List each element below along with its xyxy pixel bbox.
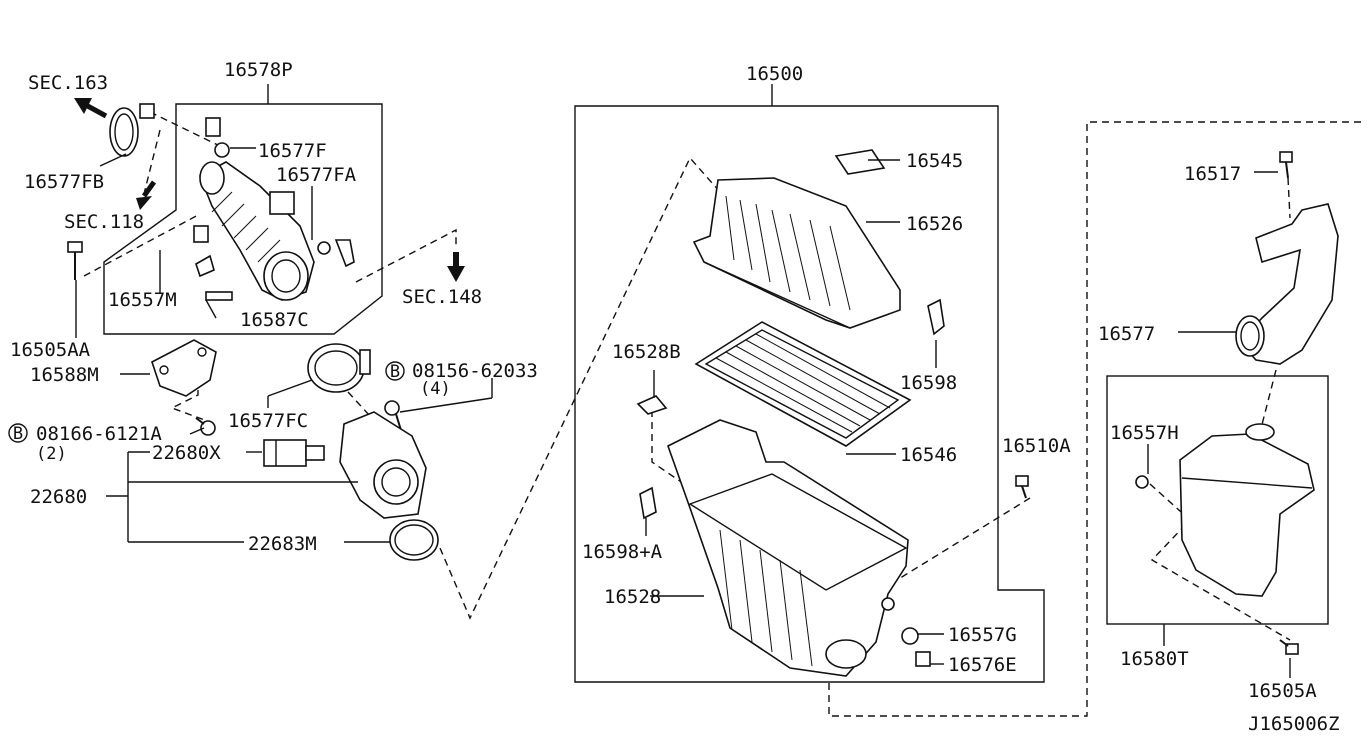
- dash-line: [1149, 483, 1291, 641]
- label-16577fa: 16577FA: [276, 164, 357, 186]
- bolt-16510a: [1015, 475, 1029, 499]
- dash-line: [83, 213, 201, 277]
- clamp-16577fb: [109, 103, 155, 157]
- filter-element-16546: [694, 321, 912, 447]
- bolt-mark-b: B: [13, 424, 23, 444]
- label-sec148: SEC.148: [402, 286, 482, 308]
- grommet-16576e: [915, 651, 931, 667]
- label-16577fb: 16577FB: [24, 171, 104, 193]
- tag-16528b: [636, 395, 668, 415]
- bolt-mark-b: B: [390, 362, 400, 382]
- sensor-22680x: [263, 439, 325, 467]
- maf-housing-22680: [339, 411, 427, 519]
- label-16577: 16577: [1098, 323, 1155, 345]
- label-16510a: 16510A: [1002, 435, 1071, 457]
- small-fitting: [193, 117, 355, 301]
- label-22683m: 22683M: [248, 533, 317, 555]
- upper-cover-16526: [692, 177, 901, 329]
- bolt-mark-b-icon: B: [385, 361, 405, 382]
- label-sec163: SEC.163: [28, 72, 108, 94]
- resonator-group-dash: [828, 121, 1361, 717]
- resonator-16580t: [1179, 423, 1315, 597]
- resonator-frame: [1106, 375, 1329, 625]
- label-22680: 22680: [30, 486, 87, 508]
- bolt-16505a: [1279, 639, 1299, 655]
- duct-16577: [1235, 203, 1339, 365]
- label-16545: 16545: [906, 150, 963, 172]
- arrow-sec163-icon: [74, 98, 108, 119]
- leader-lines: [75, 147, 1291, 678]
- dash-line: [149, 111, 229, 151]
- arrow-sec148-icon: [447, 252, 465, 282]
- label-22680x: 22680X: [152, 442, 221, 464]
- dash-line: [355, 228, 457, 283]
- air-cleaner-group-frame: [574, 84, 1045, 683]
- dash-line: [651, 410, 691, 489]
- bolt-08166: [195, 417, 216, 436]
- label-sec118: SEC.118: [64, 211, 144, 233]
- label-16528b: 16528B: [612, 341, 681, 363]
- grommet-16557g: [881, 597, 919, 645]
- label-qty-2: (2): [36, 444, 67, 464]
- lower-case-16528: [667, 419, 909, 677]
- bolt-mark-b-icon: B: [8, 423, 28, 444]
- label-16517: 16517: [1184, 163, 1241, 185]
- grommet-16557h: [1135, 475, 1149, 489]
- label-08166-6121a: 08166-6121A: [36, 423, 162, 445]
- label-16576e: 16576E: [948, 654, 1017, 676]
- bracket-16588m: [151, 339, 217, 397]
- label-16587c: 16587C: [240, 309, 309, 331]
- bolt-16505aa: [67, 241, 83, 280]
- bolt-16517: [1279, 151, 1293, 179]
- dash-line: [883, 497, 1031, 589]
- label-16557g: 16557G: [948, 624, 1017, 646]
- label-08156-62033: 08156-62033: [412, 360, 538, 382]
- label-16588m: 16588M: [30, 364, 99, 386]
- label-16500: 16500: [746, 63, 803, 85]
- label-16526: 16526: [906, 213, 963, 235]
- gasket-22683m: [389, 519, 439, 561]
- label-16578p: 16578P: [224, 59, 293, 81]
- air-duct-16578p: [198, 161, 315, 301]
- label-16557m: 16557M: [108, 289, 177, 311]
- label-16557h: 16557H: [1110, 422, 1179, 444]
- label-16505aa: 16505AA: [10, 339, 91, 361]
- intake-group-frame: [103, 84, 383, 335]
- label-tag-16545: [834, 149, 886, 175]
- label-16598a: 16598+A: [582, 541, 663, 563]
- label-16580t: 16580T: [1120, 648, 1189, 670]
- diagram-id: J165006Z: [1248, 713, 1340, 735]
- label-16546: 16546: [900, 444, 957, 466]
- arrow-sec118-icon: [136, 180, 157, 210]
- label-16528: 16528: [604, 586, 661, 608]
- label-16577fc: 16577FC: [228, 410, 308, 432]
- clip-16598: [927, 298, 945, 336]
- label-16505a: 16505A: [1248, 680, 1317, 702]
- label-16577f: 16577F: [258, 140, 327, 162]
- label-16598: 16598: [900, 372, 957, 394]
- dash-line: [1287, 177, 1291, 219]
- clip-16598a: [639, 486, 657, 520]
- label-qty-4: (4): [420, 379, 451, 399]
- dash-line: [439, 156, 721, 620]
- clamp-16577fc: [307, 343, 371, 393]
